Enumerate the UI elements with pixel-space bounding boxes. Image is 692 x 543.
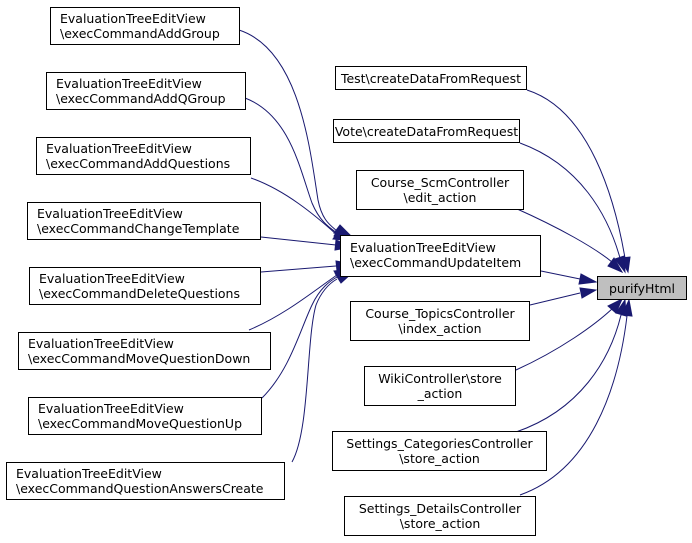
node-line-1: Settings_DetailsController: [358, 501, 522, 516]
node-line-2: _action: [417, 386, 463, 401]
node-line-1: EvaluationTreeEditView: [350, 240, 496, 255]
edge-addquestions-to-hub: [250, 177, 338, 236]
node-line-1: EvaluationTreeEditView: [38, 401, 184, 416]
edge-hub-to-target: [540, 270, 581, 280]
node-line-2: \store_action: [399, 451, 480, 466]
node-line-2: \store_action: [399, 516, 481, 531]
edge-answerscreate-to-hub: [291, 278, 338, 463]
node-exec-command-move-question-down[interactable]: EvaluationTreeEditView \execCommandMoveQ…: [18, 332, 271, 370]
node-line-2: \execCommandMoveQuestionUp: [38, 416, 243, 431]
node-course-topics-controller-index-action[interactable]: Course_TopicsController \index_action: [350, 301, 530, 341]
node-exec-command-question-answers-create[interactable]: EvaluationTreeEditView \execCommandQuest…: [6, 462, 285, 500]
node-line-2: \execCommandDeleteQuestions: [39, 286, 240, 301]
node-exec-command-change-template[interactable]: EvaluationTreeEditView \execCommandChang…: [27, 202, 261, 240]
arrowhead-scm: [607, 257, 624, 274]
arrowhead-wiki: [607, 297, 623, 314]
node-exec-command-update-item[interactable]: EvaluationTreeEditView \execCommandUpdat…: [340, 235, 541, 277]
node-line-1: Course_ScmController: [370, 175, 510, 190]
node-exec-command-move-question-up[interactable]: EvaluationTreeEditView \execCommandMoveQ…: [28, 397, 262, 435]
node-line-1: WikiController\store: [378, 371, 502, 386]
edge-test-to-target: [526, 89, 626, 259]
node-line-1: Course_TopicsController: [365, 306, 515, 321]
node-line-1: Vote\createDataFromRequest: [334, 124, 519, 139]
node-line-1: Settings_CategoriesController: [346, 436, 533, 451]
edge-changetemplate-to-hub: [260, 236, 337, 246]
node-line-2: \index_action: [398, 321, 482, 336]
node-exec-command-add-questions[interactable]: EvaluationTreeEditView \execCommandAddQu…: [36, 137, 251, 175]
node-line-2: \execCommandAddGroup: [60, 26, 220, 41]
node-exec-command-add-qgroup[interactable]: EvaluationTreeEditView \execCommandAddQG…: [46, 72, 246, 110]
arrowhead-details: [621, 298, 633, 317]
node-test-create-data-from-request[interactable]: Test\createDataFromRequest: [335, 66, 527, 90]
node-line-2: \execCommandAddQuestions: [46, 156, 231, 171]
edge-categories-to-target: [515, 314, 622, 433]
node-line-2: \execCommandUpdateItem: [350, 255, 522, 270]
node-vote-create-data-from-request[interactable]: Vote\createDataFromRequest: [333, 119, 520, 143]
node-line-2: \edit_action: [403, 190, 477, 205]
node-label: purifyHtml: [609, 281, 675, 296]
node-wiki-controller-store-action[interactable]: WikiController\store _action: [364, 366, 516, 406]
node-exec-command-delete-questions[interactable]: EvaluationTreeEditView \execCommandDelet…: [29, 267, 261, 305]
node-line-2: \execCommandMoveQuestionDown: [28, 351, 251, 366]
node-purify-html[interactable]: purifyHtml: [597, 276, 687, 300]
arrowhead-topics: [579, 287, 598, 299]
edge-movedown-to-hub: [248, 274, 338, 331]
edge-addgroup-to-hub: [238, 29, 338, 232]
arrowhead-vote: [614, 255, 626, 274]
node-course-scm-controller-edit-action[interactable]: Course_ScmController \edit_action: [356, 170, 524, 210]
node-line-1: EvaluationTreeEditView: [56, 76, 202, 91]
node-line-2: \execCommandChangeTemplate: [37, 221, 240, 236]
node-line-1: EvaluationTreeEditView: [60, 11, 206, 26]
edge-addqgroup-to-hub: [244, 97, 338, 234]
edge-topics-to-target: [529, 292, 581, 306]
node-line-1: EvaluationTreeEditView: [39, 271, 185, 286]
node-settings-details-controller-store-action[interactable]: Settings_DetailsController \store_action: [344, 496, 536, 536]
node-exec-command-add-group[interactable]: EvaluationTreeEditView \execCommandAddGr…: [50, 7, 240, 45]
arrowhead-hub: [578, 273, 598, 285]
node-line-1: EvaluationTreeEditView: [16, 466, 162, 481]
edge-deletequestions-to-hub: [260, 265, 337, 273]
node-settings-categories-controller-store-action[interactable]: Settings_CategoriesController \store_act…: [332, 431, 547, 471]
edge-scm-to-target: [514, 207, 613, 263]
node-line-1: EvaluationTreeEditView: [46, 141, 192, 156]
node-line-1: EvaluationTreeEditView: [28, 336, 174, 351]
node-line-1: EvaluationTreeEditView: [37, 206, 183, 221]
node-line-2: \execCommandAddQGroup: [56, 91, 226, 106]
edge-wiki-to-target: [515, 307, 614, 371]
node-line-2: \execCommandQuestionAnswersCreate: [16, 481, 264, 496]
edge-details-to-target: [519, 315, 628, 496]
node-line-1: Test\createDataFromRequest: [340, 71, 522, 86]
edge-vote-to-target: [519, 142, 621, 259]
edge-moveup-to-hub: [261, 276, 338, 399]
